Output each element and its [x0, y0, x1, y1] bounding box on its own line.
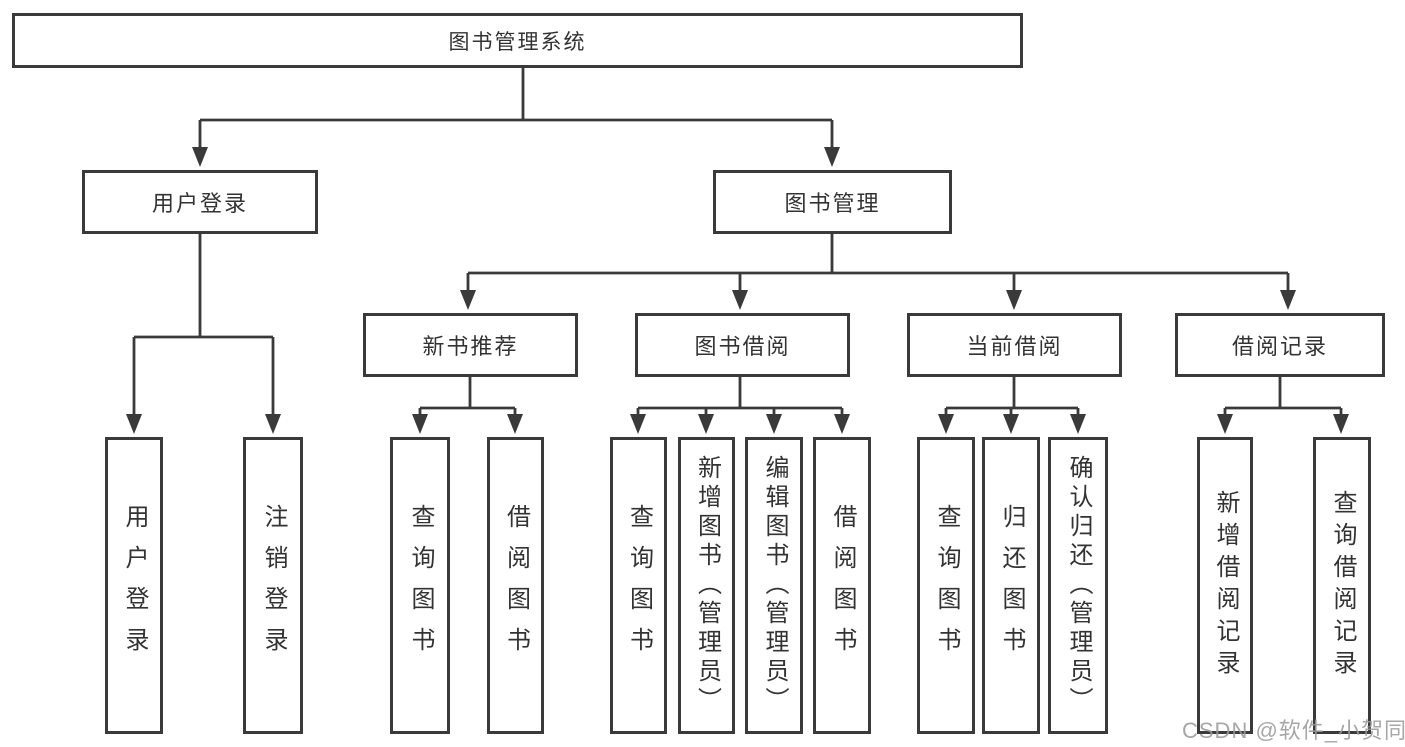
leaf-bb-query-book: 查询图书 [610, 437, 667, 734]
leaf-bb-borrow-book: 借阅图书 [813, 437, 871, 734]
csdn-watermark: CSDN @软件_小贺同学 [1182, 718, 1405, 743]
node-root: 图书管理系统 [12, 13, 1023, 68]
leaf-cb-return-book: 归还图书 [982, 437, 1040, 734]
leaf-br-query-record: 查询借阅记录 [1313, 437, 1371, 734]
node-user-login: 用户登录 [82, 170, 318, 234]
node-book-management: 图书管理 [713, 170, 952, 234]
node-current-borrow: 当前借阅 [907, 313, 1122, 377]
leaf-cb-confirm-return-admin: 确认归还（管理员） [1048, 437, 1108, 734]
leaf-br-add-record: 新增借阅记录 [1197, 437, 1253, 734]
leaf-logout-login: 注销登录 [243, 437, 303, 734]
leaf-cb-query-book: 查询图书 [917, 437, 975, 734]
leaf-bb-edit-book-admin: 编辑图书（管理员） [745, 437, 803, 734]
leaf-nbr-query-book: 查询图书 [390, 437, 450, 734]
node-new-book-recommend: 新书推荐 [363, 313, 578, 377]
node-borrow-records: 借阅记录 [1175, 313, 1385, 377]
leaf-nbr-borrow-book: 借阅图书 [487, 437, 544, 734]
node-book-borrow: 图书借阅 [635, 313, 850, 377]
leaf-bb-add-book-admin: 新增图书（管理员） [678, 437, 735, 734]
leaf-user-login: 用户登录 [105, 437, 163, 734]
